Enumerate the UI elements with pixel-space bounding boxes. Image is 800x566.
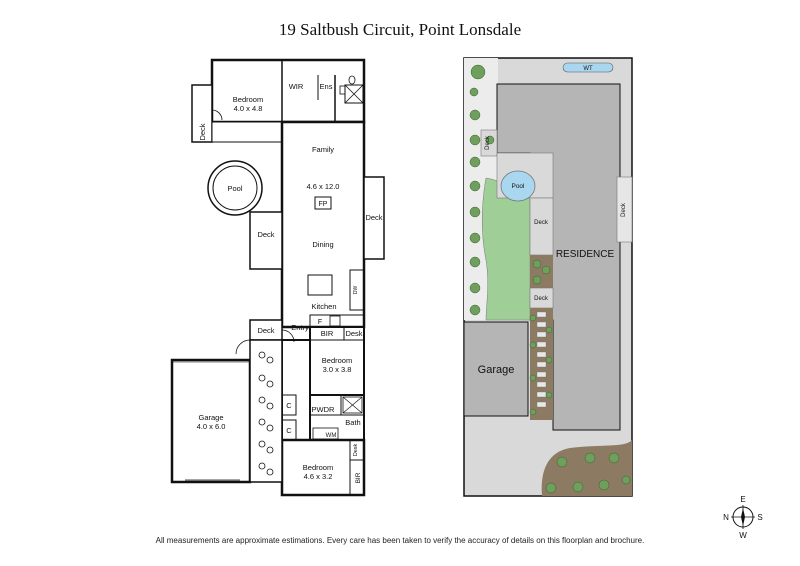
bedroom3-label: Bedroom — [303, 463, 333, 472]
entry-label: Entry — [291, 323, 309, 332]
floor-plan — [170, 58, 385, 497]
residence-label: RESIDENCE — [556, 249, 615, 260]
bedroom1-size: 4.0 x 4.8 — [234, 104, 263, 113]
site-deck-top-label: Deck — [485, 135, 491, 150]
site-deck-right-label: Deck — [621, 202, 627, 217]
site-pool-label: Pool — [511, 183, 525, 190]
c2-label: C — [286, 426, 292, 435]
site-garage-label: Garage — [478, 364, 515, 376]
deck-left-top-label: Deck — [198, 123, 207, 140]
dining-label: Dining — [312, 240, 333, 249]
compass-s: S — [757, 513, 762, 522]
page-title: 19 Saltbush Circuit, Point Lonsdale — [278, 20, 522, 39]
desk1-label: Desk — [345, 329, 362, 338]
wm-label: WM — [326, 433, 337, 439]
garage-stones — [258, 351, 274, 476]
wir-label: WIR — [289, 82, 304, 91]
deck-entry-label: Deck — [257, 326, 274, 335]
wt-label: WT — [583, 66, 593, 72]
kitchen-label: Kitchen — [311, 302, 336, 311]
floor-plan-labels: Bedroom 4.0 x 4.8 WIR Ens Deck Pool Fami… — [197, 82, 383, 483]
ens-label: Ens — [320, 82, 333, 91]
bedroom1-label: Bedroom — [233, 95, 263, 104]
site-deck-mid-label: Deck — [534, 220, 549, 226]
garage-label: Garage — [198, 413, 223, 422]
pwdr-label: PWDR — [312, 405, 335, 414]
bedroom3-size: 4.6 x 3.2 — [304, 472, 333, 481]
f-label: F — [318, 319, 322, 326]
bedroom2-label: Bedroom — [322, 356, 352, 365]
compass-e: E — [740, 495, 745, 504]
compass-w: W — [739, 531, 747, 540]
site-trees — [469, 64, 631, 494]
desk2-label: Desk — [353, 443, 359, 456]
family-size: 4.6 x 12.0 — [307, 182, 340, 191]
pool-label: Pool — [227, 184, 242, 193]
bir1-label: BIR — [321, 329, 334, 338]
site-labels: WT Deck Pool Deck Deck RESIDENCE Deck Ga… — [478, 66, 627, 376]
compass: E N S W — [723, 495, 763, 540]
site-deck-low-label: Deck — [534, 296, 549, 302]
garage-size: 4.0 x 6.0 — [197, 422, 226, 431]
disclaimer: All measurements are approximate estimat… — [155, 536, 645, 545]
family-label: Family — [312, 145, 334, 154]
bir2-label: BIR — [355, 472, 362, 483]
fp-label: FP — [319, 201, 328, 208]
site-plan — [463, 57, 633, 497]
deck-right-label: Deck — [365, 213, 382, 222]
compass-n: N — [723, 513, 729, 522]
bedroom2-size: 3.0 x 3.8 — [323, 365, 352, 374]
deck-left-mid-label: Deck — [257, 230, 274, 239]
c1-label: C — [286, 401, 292, 410]
dw-label: DW — [353, 286, 359, 295]
bath-label: Bath — [345, 418, 360, 427]
